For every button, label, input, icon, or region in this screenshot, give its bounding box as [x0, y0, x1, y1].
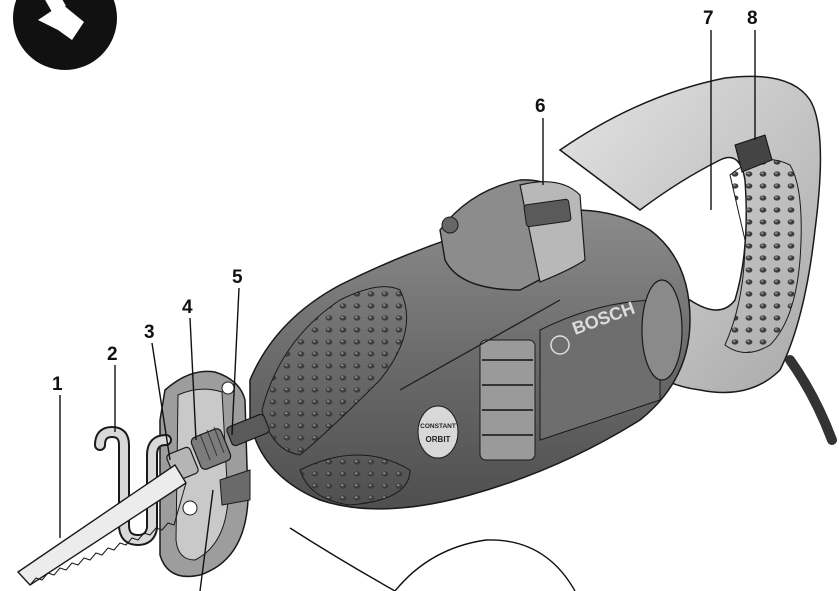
constant-orbit-badge: CONSTANT ORBIT — [417, 405, 459, 459]
callout-8: 8 — [747, 8, 758, 29]
callout-7: 7 — [703, 8, 714, 29]
callout-1: 1 — [52, 374, 63, 395]
blade-guard-face — [96, 427, 170, 545]
leader-line-5 — [231, 287, 240, 436]
callout-5: 5 — [232, 267, 243, 288]
callout-6: 6 — [535, 96, 546, 117]
leader-line-4 — [189, 317, 197, 441]
saw-blade — [16, 464, 187, 586]
badge-text-bottom: ORBIT — [426, 435, 451, 444]
manual-symbol-icon — [13, 0, 117, 70]
power-cord — [785, 355, 837, 445]
motor-housing — [249, 209, 691, 510]
leader-line-3 — [151, 342, 171, 461]
badge-text-top: CONSTANT — [420, 423, 456, 430]
callout-4: 4 — [182, 297, 193, 318]
blade-chuck — [166, 413, 270, 481]
workpiece-outline — [289, 527, 576, 591]
rear-handle — [558, 75, 822, 394]
callout-3: 3 — [144, 322, 155, 343]
leader-line-9 — [199, 489, 214, 591]
callout-2: 2 — [107, 344, 118, 365]
